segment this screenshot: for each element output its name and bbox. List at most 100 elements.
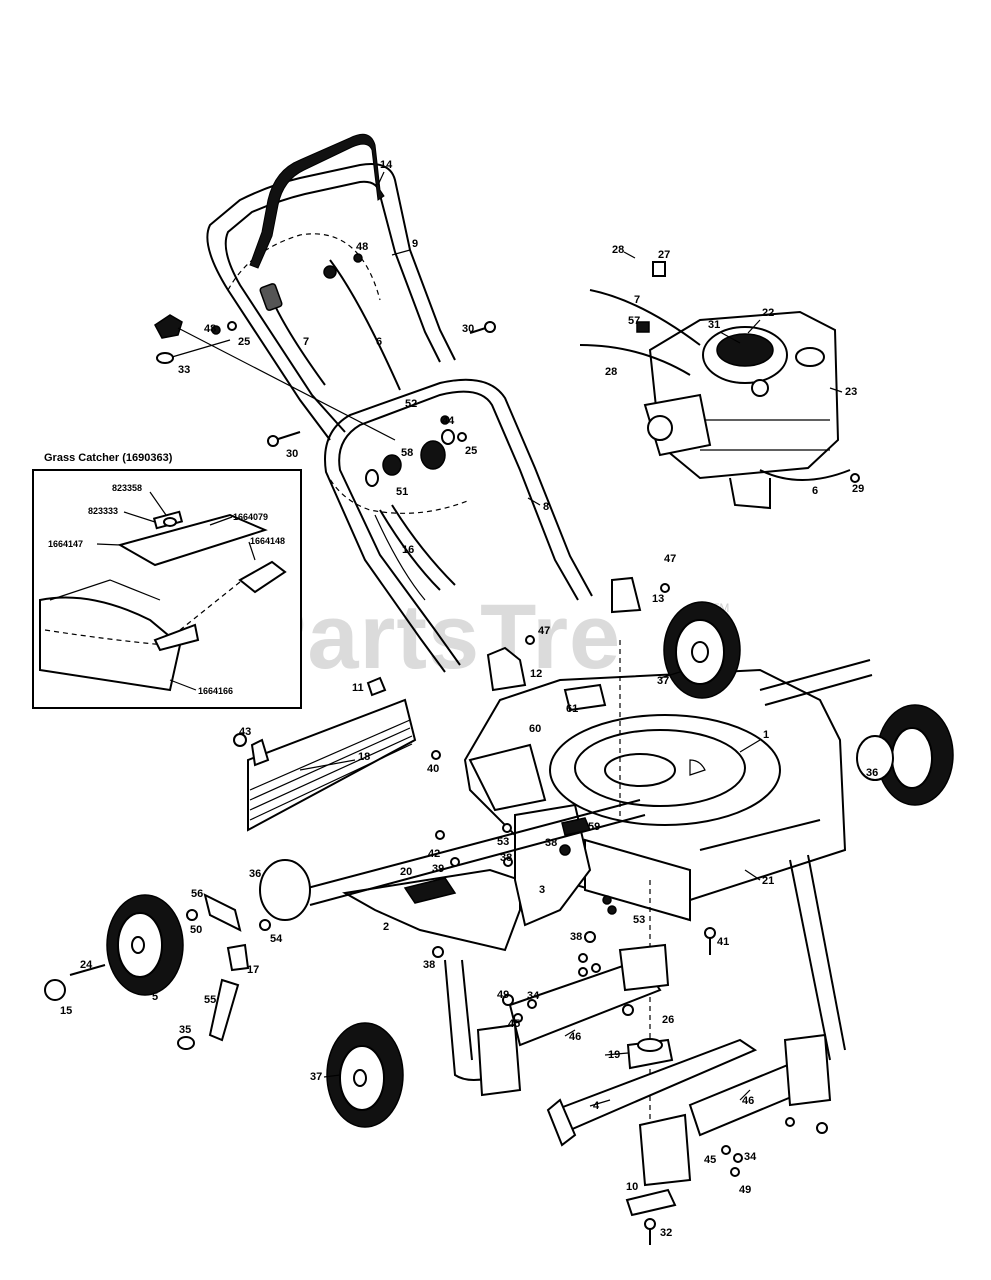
callout-36: 36 [249,868,261,880]
callout-29: 29 [852,483,864,495]
callout-61: 61 [566,703,578,715]
callout-10: 10 [626,1181,638,1193]
callout-60: 60 [529,723,541,735]
callout-38-d: 38 [423,959,435,971]
callout-43: 43 [239,726,251,738]
callout-6: 6 [376,336,382,348]
wire-harness [374,504,456,601]
grass-catcher-inset: Grass Catcher (1690363) [32,452,302,709]
callout-1: 1 [763,729,769,741]
callout-24: 24 [80,959,93,971]
small-hardware [44,253,860,1177]
callout-16: 16 [402,544,414,556]
callout-56: 56 [191,888,203,900]
discharge-chute-door [342,803,592,952]
blade-assembly [546,1038,758,1245]
callout-33: 33 [178,364,190,376]
inset-label-1664147: 1664147 [48,539,83,549]
height-adjusters [476,943,832,1187]
engine [643,310,840,510]
callout-28-lower: 28 [605,366,617,378]
callout-26: 26 [662,1014,674,1026]
callout-17: 17 [247,964,259,976]
throttle-control [154,314,396,441]
callout-28: 28 [612,244,624,256]
callout-53: 53 [497,836,509,848]
callout-13: 13 [652,593,664,605]
callout-37-left: 37 [310,1071,322,1083]
callout-49: 49 [497,989,509,1001]
callout-44: 44 [442,415,455,427]
callout-6-engine: 6 [812,485,818,497]
callout-11: 11 [352,682,364,694]
callout-23: 23 [845,386,857,398]
callout-7-engine: 7 [634,294,640,306]
rear-deflector [247,698,417,832]
callout-47: 47 [664,553,676,565]
callout-47-lower: 47 [538,625,550,637]
callout-52: 52 [405,398,417,410]
callout-38-c: 38 [570,931,582,943]
callout-48-left: 48 [204,323,216,335]
callout-48: 48 [356,241,368,253]
callout-19: 19 [608,1049,620,1061]
callout-30: 30 [286,448,298,460]
callout-21: 21 [762,875,774,887]
callout-18: 18 [358,751,370,763]
callout-31: 31 [708,319,720,331]
engine-cables [579,261,851,481]
callout-45-b: 45 [704,1154,716,1166]
callout-42: 42 [428,848,440,860]
callout-25-right: 25 [465,445,477,457]
callout-14: 14 [380,159,393,171]
callout-32: 32 [660,1227,672,1239]
wheel-front-right [856,704,954,806]
callout-30-right: 30 [462,323,474,335]
callout-51: 51 [396,486,408,498]
callout-leader-lines [299,171,843,1107]
wheel-rear-left [106,859,311,996]
callout-46: 46 [569,1031,581,1043]
callout-59: 59 [588,821,600,833]
wheel-front-right-top [663,601,741,699]
callout-38-b: 38 [500,852,512,864]
callout-8: 8 [543,501,549,513]
callout-38: 38 [545,837,557,849]
callout-15: 15 [60,1005,72,1017]
callout-45: 45 [508,1018,520,1030]
callout-27: 27 [658,249,670,261]
callout-12: 12 [530,668,542,680]
callout-53-b: 53 [633,914,645,926]
callout-46-b: 46 [742,1095,754,1107]
handle-cables [259,259,401,391]
callout-20: 20 [400,866,412,878]
upper-handle [206,163,456,441]
callout-58: 58 [401,447,413,459]
callout-57: 57 [628,315,640,327]
inset-label-823358: 823358 [112,483,142,493]
control-bail-bar [249,133,385,269]
inset-label-1664166: 1664166 [198,686,233,696]
wheel-front-left [326,1022,404,1128]
inset-leader-lines [96,491,256,691]
callout-49-b: 49 [739,1184,751,1196]
callout-7: 7 [303,336,309,348]
callout-36-right: 36 [866,767,878,779]
callout-25: 25 [238,336,250,348]
lower-handle [324,378,593,673]
callout-50: 50 [190,924,202,936]
handle-knob-set [365,429,455,487]
inset-title: Grass Catcher (1690363) [44,452,173,464]
inset-label-823333: 823333 [88,506,118,516]
callout-34: 34 [527,990,540,1002]
callout-5: 5 [152,991,158,1003]
callout-4: 4 [593,1100,600,1112]
brackets [486,576,642,692]
inset-label-1664079: 1664079 [233,512,268,522]
callout-3: 3 [539,884,545,896]
callout-2: 2 [383,921,389,933]
inset-label-1664148: 1664148 [250,536,285,546]
partstree-watermark: PartsTre [245,586,621,688]
callout-41: 41 [717,936,729,948]
